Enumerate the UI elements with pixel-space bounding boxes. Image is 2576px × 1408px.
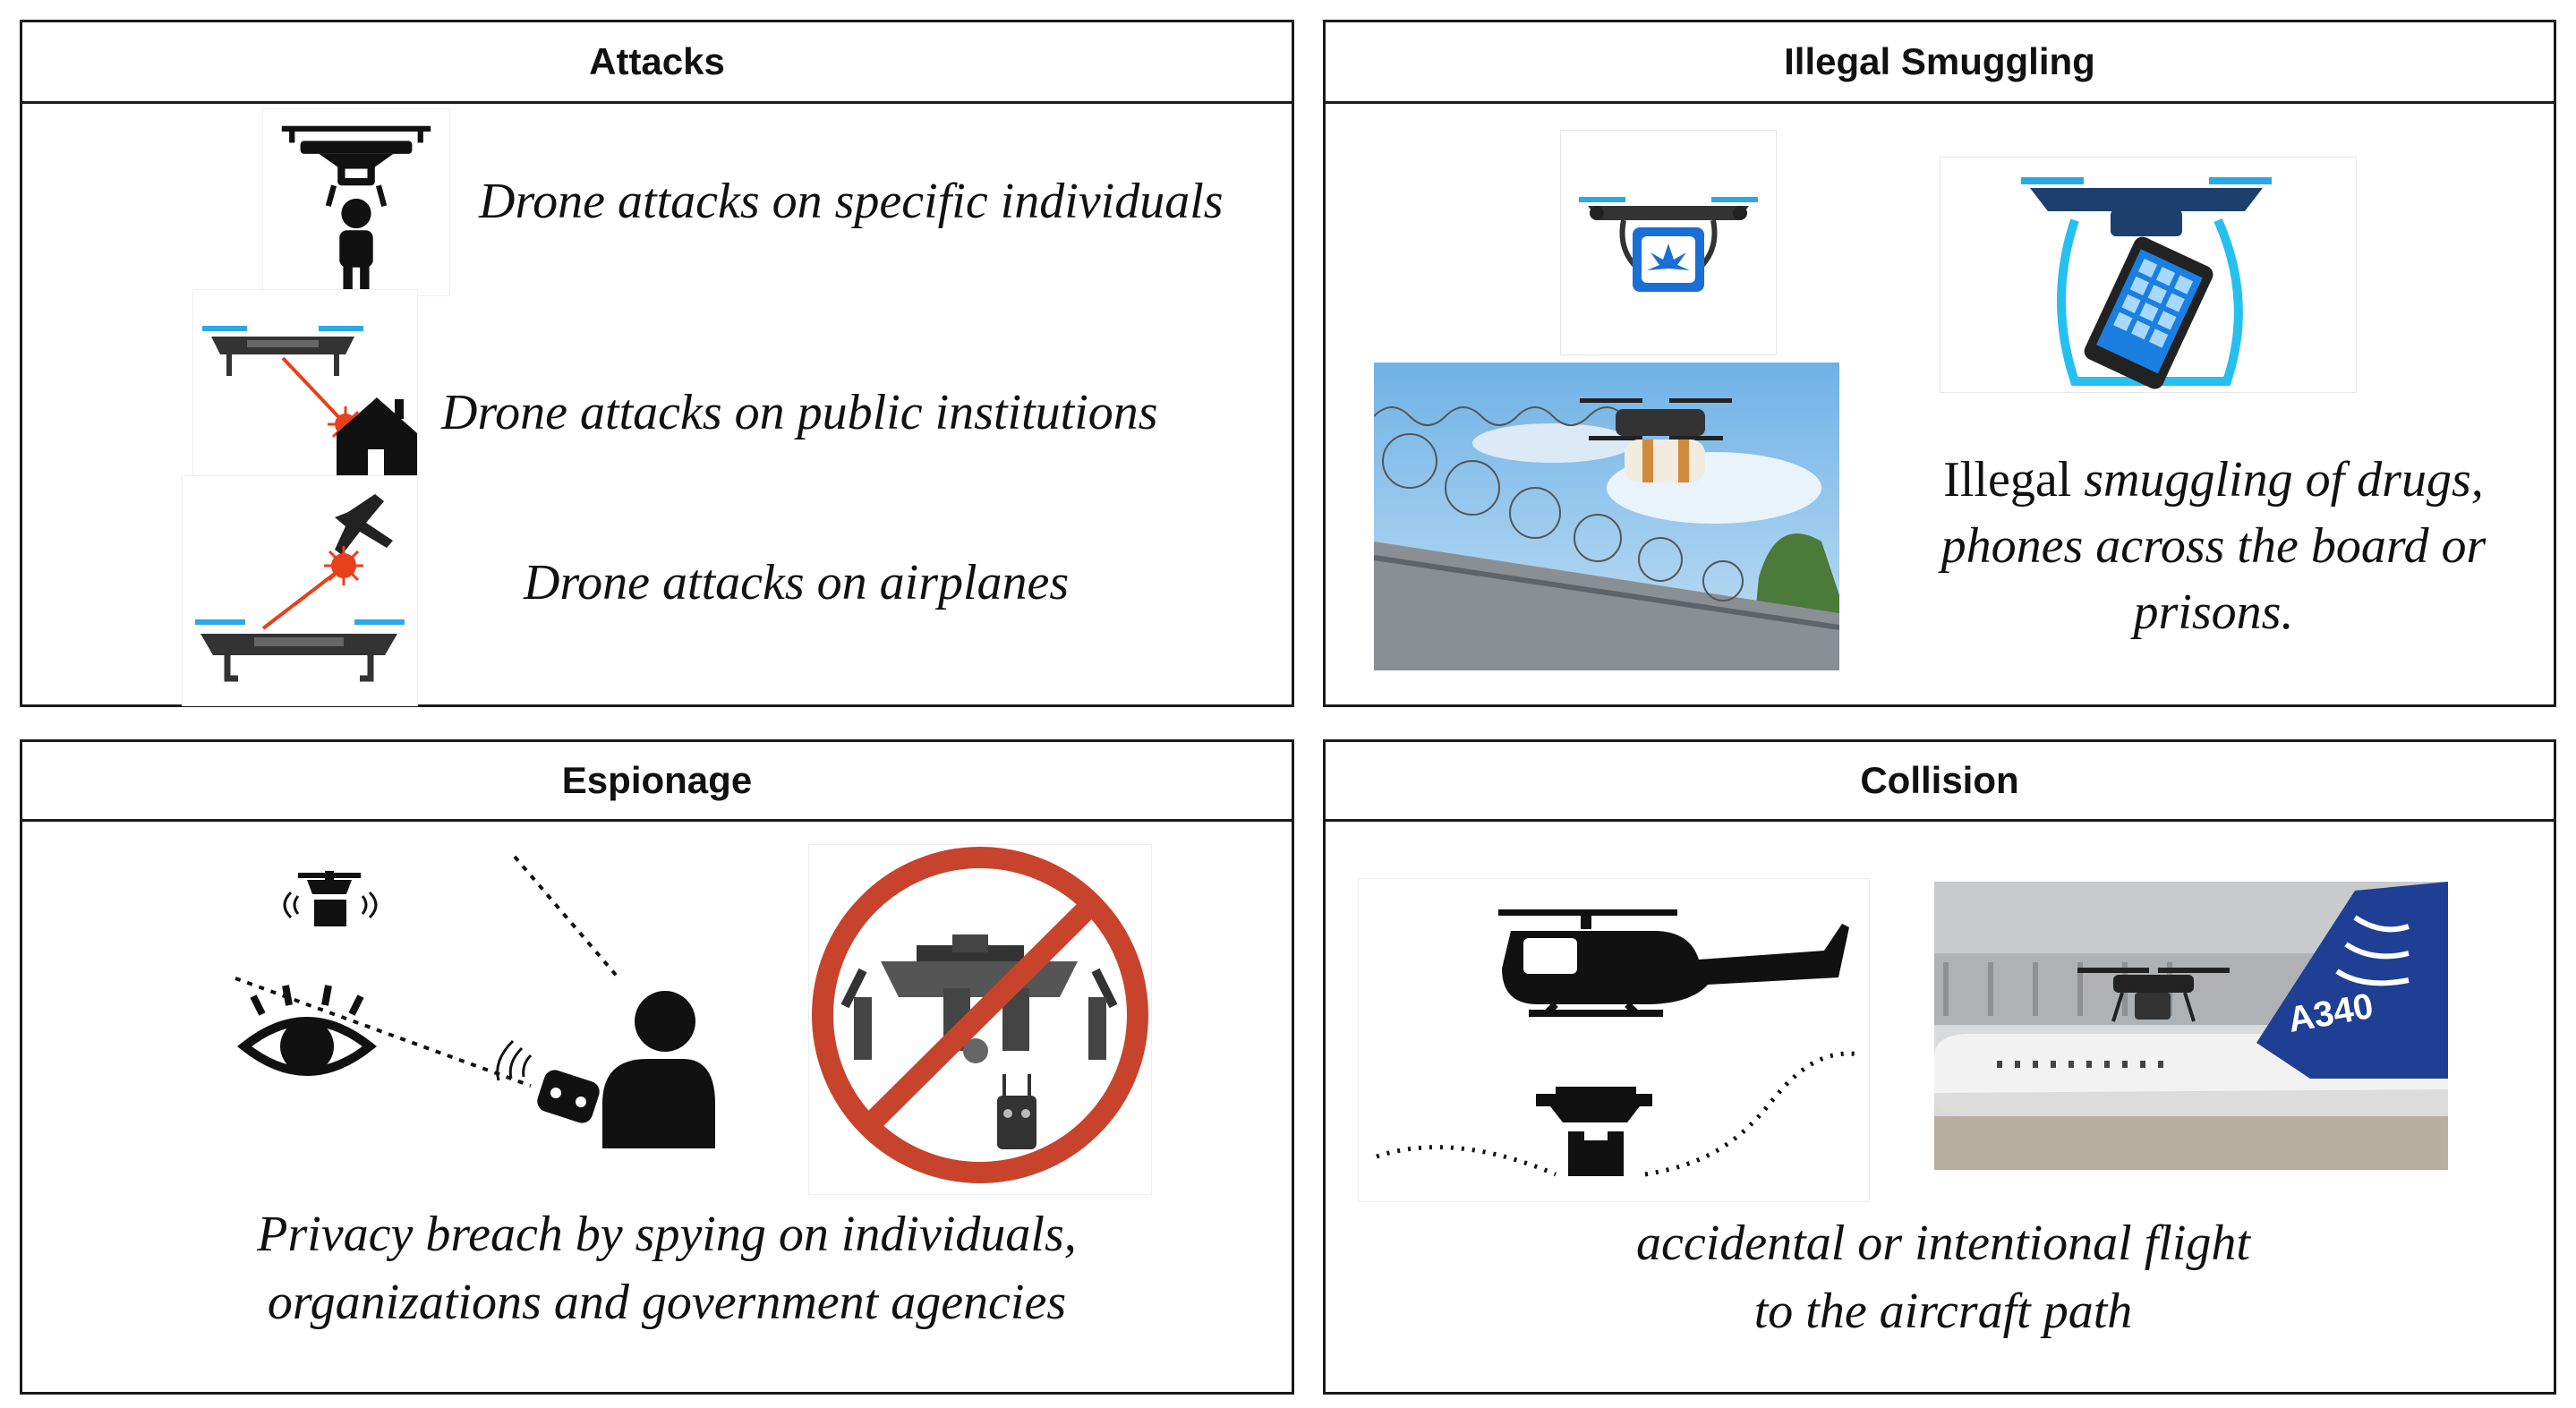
smuggling-title: Illegal Smuggling xyxy=(1326,22,2554,104)
smuggling-caption-line1: smuggling of drugs, xyxy=(2071,452,2484,508)
collision-panel: Collision xyxy=(1323,739,2556,1395)
collision-caption-line2: to the aircraft path xyxy=(1753,1284,2133,1339)
espionage-caption: Privacy breach by spying on individuals,… xyxy=(228,1200,1105,1336)
attacks-title: Attacks xyxy=(22,22,1292,104)
smuggling-caption-line3: prisons. xyxy=(2133,585,2294,640)
drone-laser-house-icon xyxy=(192,289,418,488)
attacks-caption-individuals: Drone attacks on specific individuals xyxy=(479,174,1224,229)
espionage-panel: Espionage xyxy=(20,739,1294,1395)
spy-drone-eye-controller-icon xyxy=(226,844,724,1152)
attacks-panel: Attacks Drone attacks on specific indivi… xyxy=(20,20,1294,707)
drone-near-airliner-photo: A340 xyxy=(1934,882,2448,1170)
espionage-caption-line1: Privacy breach by spying on individuals, xyxy=(257,1207,1077,1262)
smuggling-caption: Illegal smuggling of drugs, phones acros… xyxy=(1900,447,2527,645)
collision-caption-line1: accidental or intentional flight xyxy=(1636,1216,2250,1271)
prison-drone-photo xyxy=(1374,363,1839,670)
no-drone-sign-icon xyxy=(808,844,1152,1195)
attacks-caption-institutions: Drone attacks on public institutions xyxy=(441,385,1158,440)
smuggling-caption-line2: phones across the board or xyxy=(1941,518,2486,574)
drone-cannabis-package-icon xyxy=(1560,130,1777,355)
espionage-title: Espionage xyxy=(22,742,1292,822)
attacks-caption-airplanes: Drone attacks on airplanes xyxy=(524,555,1070,610)
drone-carrying-phone-icon xyxy=(1940,157,2357,393)
collision-caption: accidental or intentional flight to the … xyxy=(1540,1209,2346,1345)
collision-title: Collision xyxy=(1326,742,2554,822)
helicopter-drone-collision-icon xyxy=(1358,878,1870,1202)
drone-carrying-person-icon xyxy=(262,108,450,296)
drone-laser-airplane-icon xyxy=(182,475,418,706)
smuggling-caption-prefix: Illegal xyxy=(1943,452,2072,508)
smuggling-panel: Illegal Smuggling xyxy=(1323,20,2556,707)
espionage-caption-line2: organizations and government agencies xyxy=(267,1275,1067,1330)
